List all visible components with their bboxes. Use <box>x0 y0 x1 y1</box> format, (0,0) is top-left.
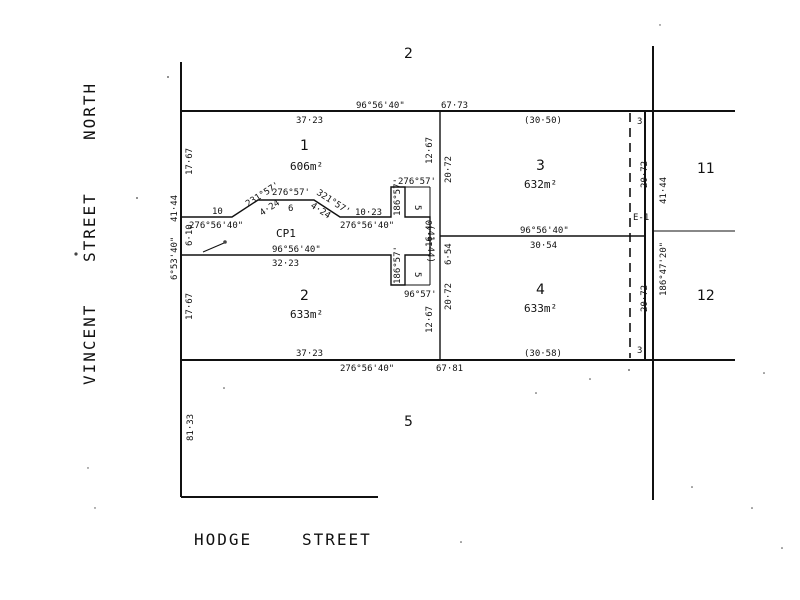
cp-186-57-a: 186°57' <box>393 178 403 216</box>
cp-5-a: 5 <box>412 205 422 210</box>
east-top-3: 3 <box>637 117 642 127</box>
lot-4-area: 633m² <box>524 302 557 315</box>
cp-10-23: 10·23 <box>355 208 382 218</box>
paren-41-44: (41·44) <box>425 225 435 263</box>
bottom-30-58: (30·58) <box>524 349 562 359</box>
east-bearing: 186°47'20" <box>659 242 669 296</box>
lot-3-number: 3 <box>536 158 545 174</box>
common-property-outline <box>181 186 431 286</box>
east-20-72-a: 20·72 <box>640 161 650 188</box>
west-upper: 41·44 <box>170 195 180 222</box>
cp-5-b: 5 <box>412 272 422 277</box>
west-lower: 81·33 <box>186 414 196 441</box>
neighbour-north: 2 <box>404 46 413 62</box>
lot-2-number: 2 <box>300 288 309 304</box>
top-total: 67·73 <box>441 101 468 111</box>
lot-4-number: 4 <box>536 282 545 298</box>
mid-bearing: 96°56'40" <box>520 226 569 236</box>
cp-6: 6 <box>288 204 293 214</box>
lot3-left: 20·72 <box>444 156 454 183</box>
cp-bearing-a: 276°56'40" <box>189 221 243 231</box>
bottom-bearing: 276°56'40" <box>340 364 394 374</box>
bottom-total: 67·81 <box>436 364 463 374</box>
street-south-street: STREET <box>302 530 372 549</box>
cp-276-57: 276°57' <box>272 188 310 198</box>
lot-3-area: 632m² <box>524 178 557 191</box>
lot1-top: 37·23 <box>296 116 323 126</box>
lot-2-area: 633m² <box>290 308 323 321</box>
lot2-top: 32·23 <box>272 259 299 269</box>
mid-30-54: 30·54 <box>530 241 557 251</box>
scan-specks <box>74 24 783 549</box>
bearing-west: 6°53'40" <box>170 237 180 280</box>
dimension-labels: 96°56'40" 67·73 37·23 (30·50) 3 10 276°5… <box>189 101 642 374</box>
lot2-right: 12·67 <box>425 306 435 333</box>
east-bottom-3: 3 <box>637 346 642 356</box>
cp-186-57-b: 186°57' <box>393 246 403 284</box>
street-vincent: VINCENT <box>80 304 99 385</box>
east-20-72-b: 20·72 <box>640 285 650 312</box>
top-bearing: 96°56'40" <box>356 101 405 111</box>
neighbour-south: 5 <box>404 414 413 430</box>
street-names: VINCENT STREET NORTH HODGE STREET <box>80 82 372 549</box>
bottom-37-23: 37·23 <box>296 349 323 359</box>
cp-left: 6·10 <box>185 224 195 246</box>
neighbour-east-upper: 11 <box>697 161 715 177</box>
cp1-arrow-dot <box>223 240 227 244</box>
cp1-label: CP1 <box>276 227 296 240</box>
cp-south-bearing: 96°56'40" <box>272 245 321 255</box>
lot3-top: (30·50) <box>524 116 562 126</box>
lot-1-number: 1 <box>300 138 309 154</box>
cp-bearing-d: 276°56'40" <box>340 221 394 231</box>
lot4-left: 20·72 <box>444 283 454 310</box>
mid-16-40: 16·40 <box>425 220 435 247</box>
boundary-lines <box>180 46 735 500</box>
lot-1-area: 606m² <box>290 160 323 173</box>
lot1-left: 17·67 <box>185 148 195 175</box>
lot2-left: 17·67 <box>185 293 195 320</box>
neighbour-lots: 2 5 11 12 <box>404 46 715 430</box>
street-west-street: STREET <box>80 192 99 262</box>
cp-10: 10 <box>212 207 223 217</box>
street-north: NORTH <box>80 82 99 140</box>
lots: 1 606m² 2 633m² 3 632m² 4 633m² CP1 E-1 <box>276 138 649 321</box>
east-41-44: 41·44 <box>659 177 669 204</box>
cp1-north-edge <box>181 186 431 286</box>
lot1-right: 12·67 <box>425 137 435 164</box>
mid-6-54: 6·54 <box>444 243 454 265</box>
easement-label: E-1 <box>633 213 649 223</box>
street-hodge: HODGE <box>194 530 252 549</box>
neighbour-east-lower: 12 <box>697 288 715 304</box>
cp-276-57-b: 276°57' <box>398 177 436 187</box>
cp1-arrow-line <box>202 242 225 253</box>
cp-96-57: 96°57' <box>404 290 437 300</box>
